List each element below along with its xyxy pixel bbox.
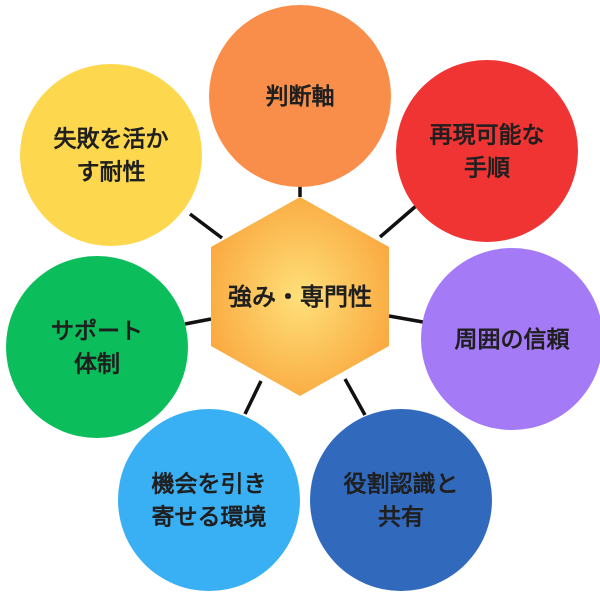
- connector-line: [388, 314, 424, 324]
- satellite-label: す耐性: [77, 160, 146, 186]
- satellite-nodes: 判断軸再現可能な手順周囲の信頼役割認識と共有機会を引き寄せる環境サポート体制失敗…: [6, 5, 600, 591]
- connector-line: [184, 317, 212, 326]
- satellite-label: 体制: [74, 352, 120, 378]
- satellite-node: 判断軸: [209, 5, 391, 187]
- satellite-circle: [6, 256, 188, 438]
- hub-hexagon: [211, 197, 389, 396]
- satellite-label: 手順: [464, 156, 511, 182]
- satellite-circle: [396, 60, 578, 242]
- connector-lines: [184, 183, 424, 416]
- satellite-label: 機会を引き: [152, 471, 267, 498]
- connector-line: [243, 380, 263, 415]
- connector-line: [188, 212, 224, 240]
- satellite-circle: [118, 409, 300, 591]
- hub-node: 強み・専門性: [211, 197, 389, 396]
- satellite-label: 寄せる環境: [152, 504, 267, 531]
- satellite-circle: [310, 409, 492, 591]
- satellite-label: 失敗を活か: [54, 127, 169, 153]
- satellite-label: 共有: [378, 504, 424, 531]
- hub-label: 強み・専門性: [228, 283, 372, 311]
- satellite-circle: [209, 5, 391, 187]
- satellite-label: 周囲の信頼: [455, 326, 571, 353]
- connector-line: [378, 204, 418, 239]
- connector-line: [343, 378, 367, 416]
- satellite-circle: [421, 248, 600, 430]
- satellite-label: 役割認識と: [344, 471, 459, 498]
- satellite-node: 周囲の信頼: [421, 248, 600, 430]
- satellite-circle: [20, 64, 202, 246]
- satellite-label: 再現可能な: [430, 122, 545, 149]
- satellite-label: 判断軸: [266, 83, 335, 110]
- satellite-label: サポート: [51, 318, 143, 345]
